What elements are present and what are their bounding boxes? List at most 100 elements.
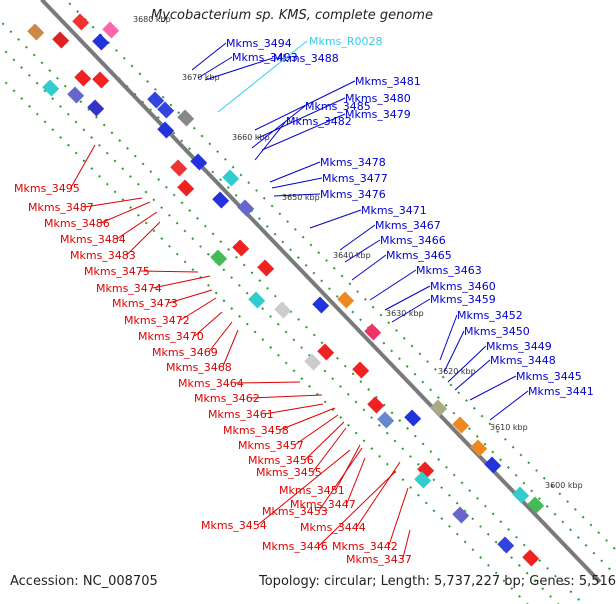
forward-gene-label: Mkms_3493 <box>232 51 298 64</box>
reverse-gene-label: Mkms_3473 <box>112 297 178 310</box>
forward-gene-label: Mkms_3463 <box>416 264 482 277</box>
reverse-leader-line <box>318 471 396 547</box>
gene-block <box>312 296 330 314</box>
forward-gene-label: Mkms_3466 <box>380 234 446 247</box>
reverse-gene-label: Mkms_3495 <box>14 182 80 195</box>
forward-leader-line <box>351 254 387 281</box>
reverse-gene-label: Mkms_3487 <box>28 201 94 214</box>
reverse-gene-label: Mkms_3457 <box>238 439 304 452</box>
forward-leader-line <box>384 285 431 311</box>
forward-gene-label: Mkms_3494 <box>226 37 292 50</box>
reverse-gene-label: Mkms_3468 <box>166 361 232 374</box>
gene-block <box>87 99 105 117</box>
gene-block <box>92 33 110 51</box>
forward-gene-label: Mkms_3485 <box>305 100 371 113</box>
forward-leader-line <box>447 345 487 383</box>
gene-block <box>72 13 90 31</box>
gene-block <box>257 259 275 277</box>
forward-gene-label: Mkms_3480 <box>345 92 411 105</box>
gene-block <box>92 71 110 89</box>
scale-tick-label: 3640 kbp <box>333 251 371 260</box>
forward-leader-line <box>489 390 529 421</box>
reverse-leader-line <box>194 311 223 337</box>
gene-block <box>497 536 515 554</box>
reverse-gene-label: Mkms_3461 <box>208 408 274 421</box>
forward-leader-line <box>309 209 362 229</box>
forward-gene-label: Mkms_3459 <box>430 293 496 306</box>
forward-gene-label: Mkms_3476 <box>320 188 386 201</box>
gene-block <box>248 291 266 309</box>
reverse-leader-line <box>208 321 233 353</box>
gene-block <box>177 179 195 197</box>
forward-leader-line <box>273 193 321 197</box>
reverse-leader-line <box>84 197 143 208</box>
gene-block <box>417 461 435 479</box>
reverse-leader-line <box>402 529 411 560</box>
gene-block <box>377 411 395 429</box>
gene-block <box>212 191 230 209</box>
forward-leader-line <box>204 57 274 81</box>
scale-tick-label: 3660 kbp <box>232 133 270 142</box>
gene-block <box>170 159 188 177</box>
forward-gene-label: Mkms_3471 <box>361 204 427 217</box>
reverse-gene-label: Mkms_3451 <box>279 484 345 497</box>
scale-tick-label: 3610 kbp <box>490 423 528 432</box>
scale-tick-label: 3620 kbp <box>438 367 476 376</box>
gene-block <box>237 199 255 217</box>
reverse-gene-label: Mkms_3437 <box>346 553 412 566</box>
gene-block <box>317 343 335 361</box>
gene-block <box>190 153 208 171</box>
reverse-gene-label: Mkms_3475 <box>84 265 150 278</box>
reverse-leader-line <box>312 427 347 473</box>
forward-leader-line <box>254 120 287 161</box>
gene-block <box>414 471 432 489</box>
reverse-gene-label: Mkms_3486 <box>44 217 110 230</box>
reverse-gene-label: Mkms_3462 <box>194 392 260 405</box>
gene-block <box>157 101 175 119</box>
gene-block <box>484 456 502 474</box>
forward-leader-line <box>197 56 233 79</box>
forward-gene-labels: Mkms_3494Mkms_3493Mkms_3488Mkms_3481Mkms… <box>191 35 594 421</box>
scale-tick-label: 3670 kbp <box>182 73 220 82</box>
reverse-leader-line <box>257 449 351 526</box>
reverse-gene-label: Mkms_3444 <box>300 521 366 534</box>
reverse-leader-line <box>234 381 301 384</box>
scale-tick-label: 3680 kbp <box>133 15 171 24</box>
reverse-leader-line <box>222 329 239 368</box>
reverse-gene-label: Mkms_3483 <box>70 249 136 262</box>
forward-leader-line <box>439 314 458 361</box>
forward-leader-line <box>344 239 381 263</box>
forward-leader-line <box>191 42 227 71</box>
gene-block <box>177 109 195 127</box>
gene-block <box>452 416 470 434</box>
reverse-gene-label: Mkms_3458 <box>223 424 289 437</box>
gene-block <box>67 86 85 104</box>
reverse-leader-line <box>346 457 366 505</box>
gene-block <box>52 31 70 49</box>
forward-gene-label: Mkms_3452 <box>457 309 523 322</box>
reverse-gene-label: Mkms_3454 <box>201 519 267 532</box>
reverse-leader-line <box>126 221 161 256</box>
reverse-leader-line <box>180 297 217 321</box>
forward-leader-line <box>443 330 465 373</box>
gene-block <box>527 496 545 514</box>
forward-leader-line <box>269 161 321 183</box>
reverse-gene-label: Mkms_3472 <box>124 314 190 327</box>
scale-tick-label: 3600 kbp <box>545 481 583 490</box>
forward-leader-line <box>251 105 306 149</box>
forward-gene-label: Mkms_3450 <box>464 325 530 338</box>
forward-gene-label: Mkms_3482 <box>286 115 352 128</box>
forward-leader-line <box>271 177 323 189</box>
reverse-leader-line <box>70 144 96 189</box>
rna-leader-line <box>217 40 308 113</box>
reverse-gene-label: Mkms_3464 <box>178 377 244 390</box>
forward-gene-label: Mkms_3449 <box>486 340 552 353</box>
gene-block <box>222 169 240 187</box>
gene-block <box>470 439 488 457</box>
backbone-line <box>40 0 602 584</box>
reverse-gene-label: Mkms_3469 <box>152 346 218 359</box>
gene-block <box>522 549 540 567</box>
